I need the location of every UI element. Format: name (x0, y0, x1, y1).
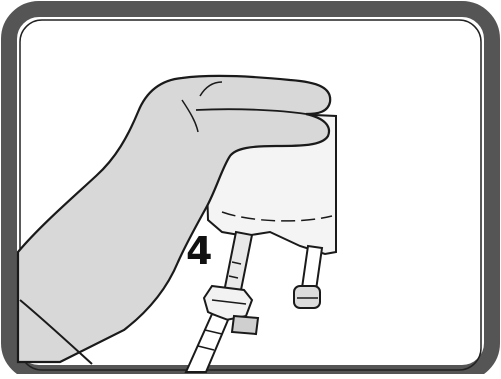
step-number-label: 4 (186, 232, 212, 270)
right-port-tube (302, 246, 322, 290)
iv-tubing (186, 314, 228, 372)
right-port-cap (294, 286, 320, 308)
roller-clamp (232, 316, 258, 334)
